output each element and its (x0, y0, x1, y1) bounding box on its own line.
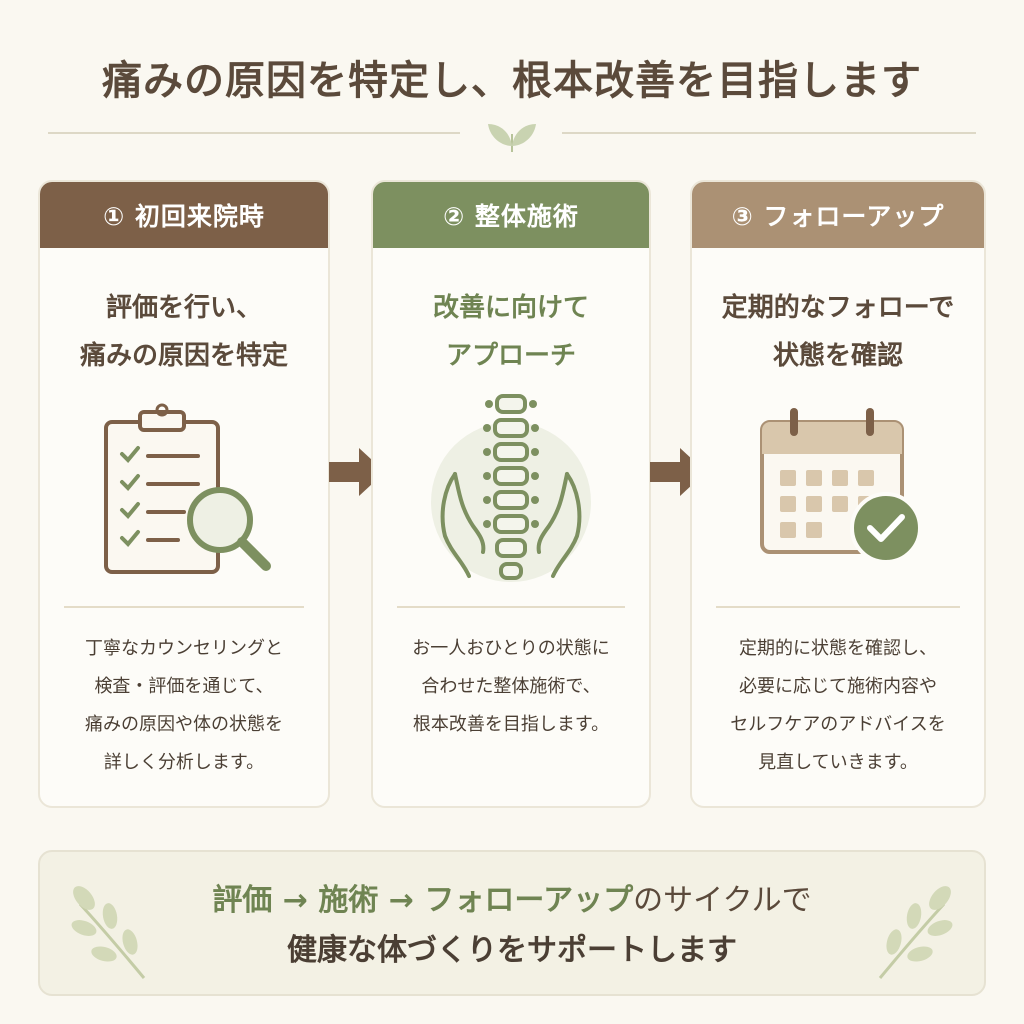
step-title-line: 定期的なフォローで (721, 293, 955, 323)
summary-banner: 評価 → 施術 → フォローアップのサイクルで 健康な体づくりをサポートします (38, 850, 986, 996)
step-title-line: 状態を確認 (772, 341, 903, 371)
title-divider-left (48, 132, 460, 134)
step-description: お一人おひとりの状態に 合わせた整体施術で、 根本改善を目指します。 (383, 630, 639, 744)
step-separator (64, 606, 304, 608)
step-description-line: 検査・評価を通じて、 (94, 676, 274, 697)
step-title: 評価を行い、 痛みの原因を特定 (40, 284, 328, 380)
spine-hands-icon (431, 394, 591, 582)
step-description-line: 根本改善を目指します。 (412, 714, 610, 735)
step-header: ② 整体施術 (373, 182, 649, 248)
summary-text: 評価 → 施術 → フォローアップのサイクルで 健康な体づくりをサポートします (40, 876, 984, 976)
step-separator (716, 606, 960, 608)
step-description-line: 定期的に状態を確認し、 (739, 638, 937, 659)
step-card-follow-up: ③ フォローアップ 定期的なフォローで 状態を確認 定期的に状態を確認し、 必要… (690, 180, 986, 808)
step-description-line: セルフケアのアドバイスを (730, 714, 946, 735)
page-title: 痛みの原因を特定し、根本改善を目指します (102, 57, 922, 104)
summary-cycle-suffix: のサイクルで (633, 883, 812, 918)
step-description-line: お一人おひとりの状態に (412, 638, 610, 659)
step-title-line: 痛みの原因を特定 (79, 341, 288, 371)
summary-line-1: 評価 → 施術 → フォローアップのサイクルで (40, 876, 984, 926)
step-description-line: 痛みの原因や体の状態を (85, 714, 283, 735)
step-card-treatment: ② 整体施術 改善に向けて アプローチ お一人おひとり (371, 180, 651, 808)
summary-cycle-highlight: 評価 → 施術 → フォローアップ (212, 883, 634, 918)
step-description-line: 見直していきます。 (758, 752, 918, 773)
summary-line-2: 健康な体づくりをサポートします (287, 933, 737, 968)
step-description: 定期的に状態を確認し、 必要に応じて施術内容や セルフケアのアドバイスを 見直し… (702, 630, 974, 782)
step-description-line: 詳しく分析します。 (103, 752, 265, 773)
calendar-check-icon (760, 408, 922, 564)
step-description-line: 合わせた整体施術で、 (421, 676, 601, 697)
step-description-line: 丁寧なカウンセリングと (85, 638, 283, 659)
step-separator (397, 606, 625, 608)
step-description-line: 必要に応じて施術内容や (739, 676, 937, 697)
step-title-line: 評価を行い、 (105, 293, 262, 323)
leaf-ornament-icon (488, 124, 536, 152)
step-title: 定期的なフォローで 状態を確認 (692, 284, 984, 380)
step-title: 改善に向けて アプローチ (373, 284, 649, 380)
clipboard-magnifier-icon (104, 403, 271, 574)
step-header: ① 初回来院時 (40, 182, 328, 248)
step-card-initial-visit: ① 初回来院時 評価を行い、 痛みの原因を特定 丁寧なカウンセリングと 検査・評… (38, 180, 330, 808)
title-divider-right (562, 132, 976, 134)
step-header: ③ フォローアップ (692, 182, 984, 248)
leaf-sprig-icon (878, 886, 953, 979)
leaf-sprig-icon (71, 886, 146, 979)
step-title-line: 改善に向けて (432, 293, 589, 323)
step-description: 丁寧なカウンセリングと 検査・評価を通じて、 痛みの原因や体の状態を 詳しく分析… (50, 630, 318, 782)
step-title-line: アプローチ (445, 341, 576, 371)
